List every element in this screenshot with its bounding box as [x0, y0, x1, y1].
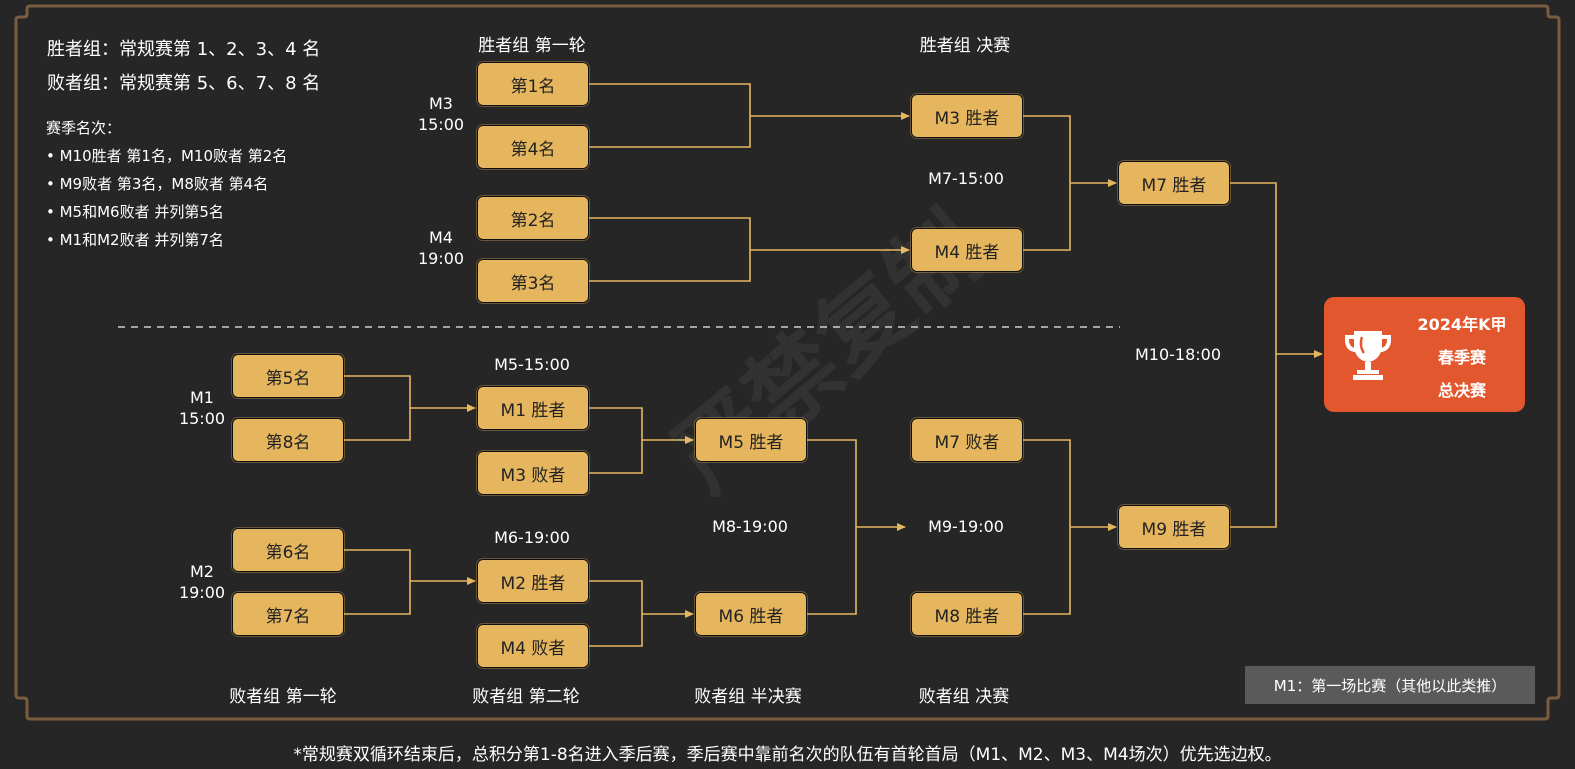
- final-title-line2: 春季赛: [1437, 348, 1486, 367]
- winners-group-legend: 胜者组：常规赛第 1、2、3、4 名: [47, 39, 321, 60]
- match-m4-time: 19:00: [417, 249, 465, 268]
- col-winners-round1: 胜者组 第一轮: [478, 36, 586, 56]
- m5-winner-box: M5 胜者: [695, 418, 807, 462]
- match-note: M1：第一场比赛（其他以此类推）: [1245, 666, 1535, 704]
- col-losers-round2: 败者组 第二轮: [472, 687, 580, 707]
- connectors: [343, 83, 1323, 647]
- seed-1-box: 第1名: [477, 62, 589, 106]
- m3-winner-box: M3 胜者: [911, 94, 1023, 138]
- m9-winner-box: M9 胜者: [1118, 505, 1230, 549]
- match-m1-label: M1 15:00: [172, 387, 232, 429]
- m7-winner-box: M7 胜者: [1118, 161, 1230, 205]
- col-winners-final: 胜者组 决赛: [919, 36, 1011, 56]
- ranking-title: 赛季名次：: [46, 119, 122, 137]
- m4-loser-box: M4 败者: [477, 624, 589, 668]
- m6-winner-box: M6 胜者: [695, 592, 807, 636]
- m3-loser-box: M3 败者: [477, 451, 589, 495]
- match-m2-time: 19:00: [178, 583, 226, 602]
- grand-final-box: 2024年K甲 春季赛 总决赛: [1324, 297, 1525, 412]
- col-losers-final: 败者组 决赛: [918, 687, 1010, 707]
- m1-winner-box: M1 胜者: [477, 386, 589, 430]
- match-m4-name: M4: [429, 228, 453, 247]
- match-m5-label: M5-15:00: [494, 355, 570, 374]
- ranking-item: • M10胜者 第1名，M10败者 第2名: [46, 147, 288, 165]
- ranking-item: • M1和M2败者 并列第7名: [46, 231, 224, 249]
- final-title-line3: 总决赛: [1437, 381, 1486, 400]
- m7-loser-box: M7 败者: [911, 418, 1023, 462]
- match-m7-label: M7-15:00: [928, 169, 1004, 188]
- m8-winner-box: M8 胜者: [911, 592, 1023, 636]
- match-m2-label: M2 19:00: [172, 561, 232, 603]
- footnote: *常规赛双循环结束后，总积分第1-8名进入季后赛，季后赛中靠前名次的队伍有首轮首…: [293, 745, 1282, 765]
- seed-4-box: 第4名: [477, 125, 589, 169]
- match-m4-label: M4 19:00: [411, 227, 471, 269]
- trophy-icon: [1345, 331, 1391, 380]
- seed-6-box: 第6名: [232, 528, 344, 572]
- losers-group-legend: 败者组：常规赛第 5、6、7、8 名: [47, 73, 321, 94]
- match-m6-label: M6-19:00: [494, 528, 570, 547]
- final-title-line1: 2024年K甲: [1417, 315, 1507, 334]
- col-losers-round1: 败者组 第一轮: [229, 687, 337, 707]
- m2-winner-box: M2 胜者: [477, 559, 589, 603]
- match-m3-name: M3: [429, 94, 453, 113]
- ranking-item: • M5和M6败者 并列第5名: [46, 203, 224, 221]
- match-m3-label: M3 15:00: [411, 93, 471, 135]
- seed-7-box: 第7名: [232, 592, 344, 636]
- seed-5-box: 第5名: [232, 354, 344, 398]
- seed-3-box: 第3名: [477, 259, 589, 303]
- match-m1-time: 15:00: [178, 409, 226, 428]
- match-m8-label: M8-19:00: [712, 517, 788, 536]
- match-m2-name: M2: [190, 562, 214, 581]
- seed-2-box: 第2名: [477, 196, 589, 240]
- seed-8-box: 第8名: [232, 418, 344, 462]
- m4-winner-box: M4 胜者: [911, 228, 1023, 272]
- col-losers-semi: 败者组 半决赛: [694, 687, 802, 707]
- match-m1-name: M1: [190, 388, 214, 407]
- match-m9-label: M9-19:00: [928, 517, 1004, 536]
- frame-border: [14, 4, 1561, 721]
- match-m10-label: M10-18:00: [1134, 345, 1222, 364]
- ranking-item: • M9败者 第3名，M8败者 第4名: [46, 175, 269, 193]
- match-m3-time: 15:00: [417, 115, 465, 134]
